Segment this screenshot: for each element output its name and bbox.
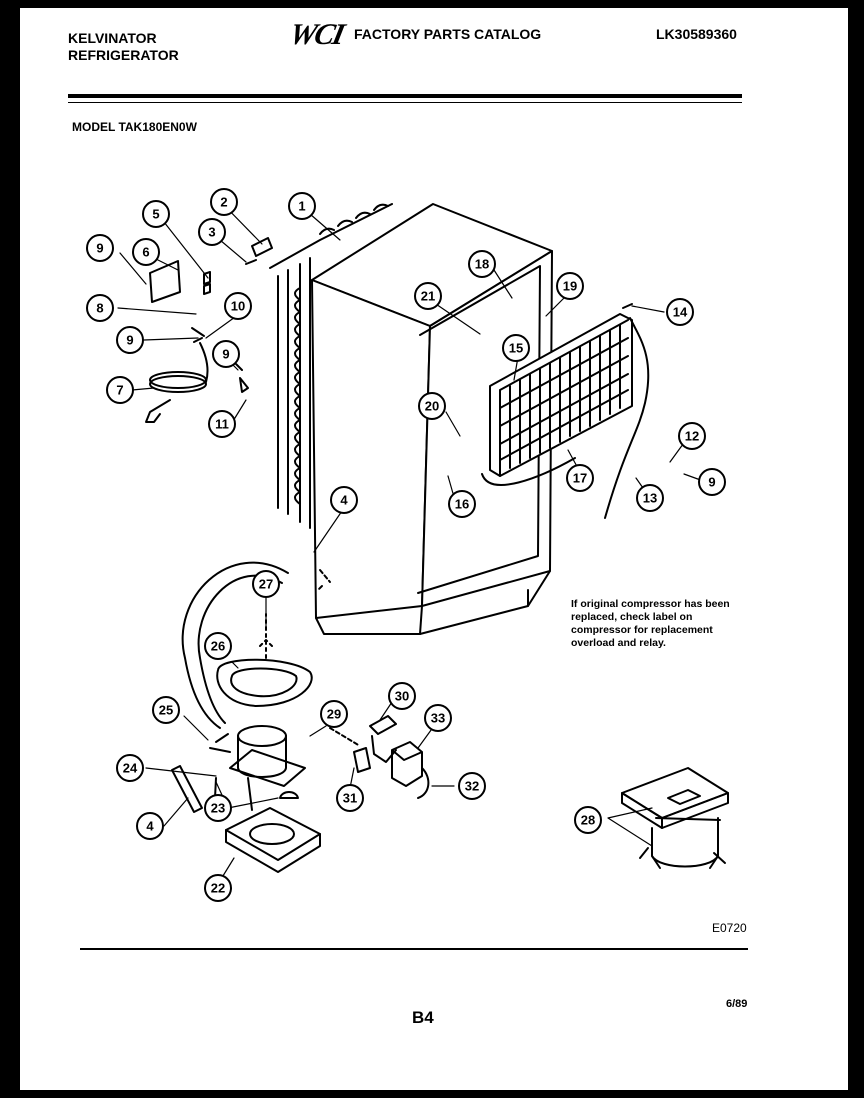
leader-lines — [117, 200, 707, 885]
callout-23: 23 — [204, 794, 232, 822]
svg-text:7: 7 — [116, 383, 123, 398]
svg-text:33: 33 — [431, 711, 445, 726]
callout-14: 14 — [666, 298, 694, 326]
model-number: MODEL TAK180EN0W — [72, 120, 197, 134]
callout-6: 6 — [132, 238, 160, 266]
callout-19: 19 — [556, 272, 584, 300]
compressor-detail — [621, 767, 729, 869]
callout-4: 4 — [330, 486, 358, 514]
product-type: REFRIGERATOR — [68, 47, 179, 63]
svg-text:5: 5 — [152, 207, 159, 222]
catalog-page: KELVINATOR REFRIGERATOR WCI FACTORY PART… — [20, 8, 848, 1090]
svg-text:11: 11 — [215, 417, 229, 432]
callout-26: 26 — [204, 632, 232, 660]
drain-tube-inner — [197, 574, 283, 724]
callout-13: 13 — [636, 484, 664, 512]
footer-rule — [80, 948, 748, 950]
callout-30: 30 — [388, 682, 416, 710]
svg-text:6: 6 — [142, 245, 149, 260]
svg-text:13: 13 — [643, 491, 657, 506]
callout-layer: 1234456789999101112131415161718192021222… — [86, 188, 726, 902]
callout-15: 15 — [502, 334, 530, 362]
callout-25: 25 — [152, 696, 180, 724]
svg-text:16: 16 — [455, 497, 469, 512]
svg-text:28: 28 — [581, 813, 595, 828]
callout-9: 9 — [86, 234, 114, 262]
catalog-title: FACTORY PARTS CATALOG — [354, 26, 542, 42]
callout-32: 32 — [458, 772, 486, 800]
brand-block: KELVINATOR REFRIGERATOR — [68, 30, 179, 64]
svg-text:10: 10 — [231, 299, 245, 314]
drain-tube — [181, 561, 289, 729]
svg-text:9: 9 — [96, 241, 103, 256]
compressor-note: If original compressor has been replaced… — [571, 598, 730, 649]
callout-8: 8 — [86, 294, 114, 322]
callout-24: 24 — [116, 754, 144, 782]
svg-text:4: 4 — [146, 819, 154, 834]
callout-18: 18 — [468, 250, 496, 278]
callout-21: 21 — [414, 282, 442, 310]
svg-text:14: 14 — [673, 305, 688, 320]
svg-text:20: 20 — [425, 399, 439, 414]
callout-4-2: 4 — [136, 812, 164, 840]
svg-text:17: 17 — [573, 471, 587, 486]
svg-text:23: 23 — [211, 801, 225, 816]
svg-text:26: 26 — [211, 639, 225, 654]
callout-27: 27 — [252, 570, 280, 598]
svg-text:24: 24 — [123, 761, 138, 776]
svg-text:8: 8 — [96, 301, 103, 316]
callout-22: 22 — [204, 874, 232, 902]
exploded-parts-diagram — [117, 200, 729, 885]
callout-31: 31 — [336, 784, 364, 812]
svg-text:18: 18 — [475, 257, 489, 272]
svg-text:32: 32 — [465, 779, 479, 794]
svg-text:19: 19 — [563, 279, 577, 294]
callout-20: 20 — [418, 392, 446, 420]
svg-text:9: 9 — [222, 347, 229, 362]
header-rule — [68, 94, 742, 98]
control-parts — [145, 237, 273, 423]
callout-2: 2 — [210, 188, 238, 216]
svg-text:22: 22 — [211, 881, 225, 896]
evaporator — [481, 303, 650, 519]
svg-text:3: 3 — [208, 225, 215, 240]
callout-9-4: 9 — [698, 468, 726, 496]
svg-text:30: 30 — [395, 689, 409, 704]
callout-3: 3 — [198, 218, 226, 246]
callout-11: 11 — [208, 410, 236, 438]
svg-text:9: 9 — [126, 333, 133, 348]
svg-text:27: 27 — [259, 577, 273, 592]
callout-12: 12 — [678, 422, 706, 450]
callout-7: 7 — [106, 376, 134, 404]
callout-9-2: 9 — [116, 326, 144, 354]
svg-text:21: 21 — [421, 289, 435, 304]
svg-text:2: 2 — [220, 195, 227, 210]
callout-33: 33 — [424, 704, 452, 732]
svg-text:29: 29 — [327, 707, 341, 722]
header-rule-thin — [68, 102, 742, 103]
callout-28: 28 — [574, 806, 602, 834]
diagram-code: E0720 — [712, 921, 747, 935]
callout-16: 16 — [448, 490, 476, 518]
callout-5: 5 — [142, 200, 170, 228]
svg-text:12: 12 — [685, 429, 699, 444]
callout-1: 1 — [288, 192, 316, 220]
callout-17: 17 — [566, 464, 594, 492]
callout-9-3: 9 — [212, 340, 240, 368]
callout-10: 10 — [224, 292, 252, 320]
catalog-number: LK30589360 — [656, 26, 737, 42]
svg-text:25: 25 — [159, 703, 173, 718]
svg-text:31: 31 — [343, 791, 357, 806]
svg-text:1: 1 — [298, 199, 305, 214]
svg-text:15: 15 — [509, 341, 523, 356]
page-number: B4 — [412, 1008, 434, 1027]
callout-29: 29 — [320, 700, 348, 728]
brand-name: KELVINATOR — [68, 30, 157, 46]
svg-text:4: 4 — [340, 493, 348, 508]
publication-date: 6/89 — [726, 998, 748, 1010]
svg-text:9: 9 — [708, 475, 715, 490]
relay-overload — [329, 715, 430, 799]
